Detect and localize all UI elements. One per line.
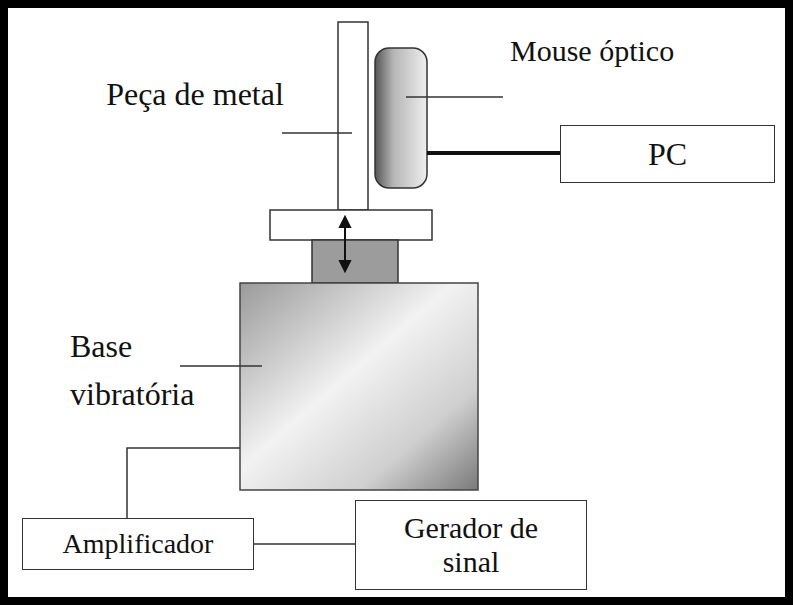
labeled-box: Gerador de sinal	[355, 500, 587, 590]
amplifier-wire	[127, 448, 240, 518]
signal-wire	[254, 543, 355, 545]
optical-mouse	[375, 48, 427, 188]
box-label: Gerador de sinal	[396, 511, 546, 580]
part-name: Mouse óptico	[510, 28, 780, 73]
metal-piece	[338, 22, 368, 210]
box-label: Amplificador	[63, 528, 214, 560]
box-label: PC	[648, 136, 687, 173]
vibration-arrow	[340, 217, 350, 271]
labeled-box: Amplificador	[22, 518, 254, 570]
platform	[270, 210, 432, 240]
labeled-box: PC	[560, 125, 775, 183]
leader-line	[180, 365, 262, 367]
part-name: Base vibratória	[70, 322, 240, 418]
actuator	[312, 240, 398, 283]
mouse-cable	[427, 151, 560, 155]
leader-line	[406, 96, 503, 98]
vibrating-base	[240, 283, 478, 490]
leader-line	[282, 132, 352, 134]
frame-border	[4, 4, 789, 601]
part-name: Peça de metal	[100, 70, 290, 118]
